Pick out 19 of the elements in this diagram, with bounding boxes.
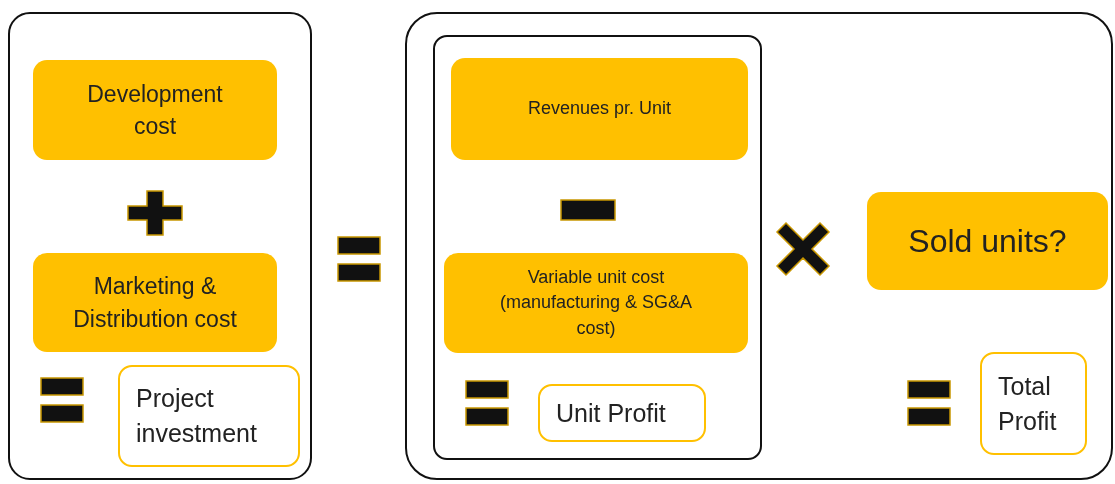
box-label: Sold units? <box>908 221 1067 261</box>
box-label: Variable unit cost (manufacturing & SG&A cost) <box>498 266 694 340</box>
term-box <box>33 60 277 160</box>
group-panel <box>8 12 312 480</box>
term-box <box>451 58 748 160</box>
term-box <box>33 253 277 352</box>
group-panel <box>405 12 1113 480</box>
box-label: Marketing & Distribution cost <box>73 272 237 334</box>
group-panel <box>433 35 762 460</box>
result-box <box>980 352 1087 455</box>
result-box <box>118 365 300 467</box>
term-box <box>444 253 748 353</box>
box-label: Unit Profit <box>556 397 666 429</box>
box-label: Development cost <box>86 79 224 141</box>
result-box <box>538 384 706 442</box>
box-label: Total Profit <box>998 370 1058 437</box>
box-label: Revenues pr. Unit <box>527 97 672 121</box>
box-label: Project investment <box>136 383 258 449</box>
term-box <box>867 192 1108 290</box>
